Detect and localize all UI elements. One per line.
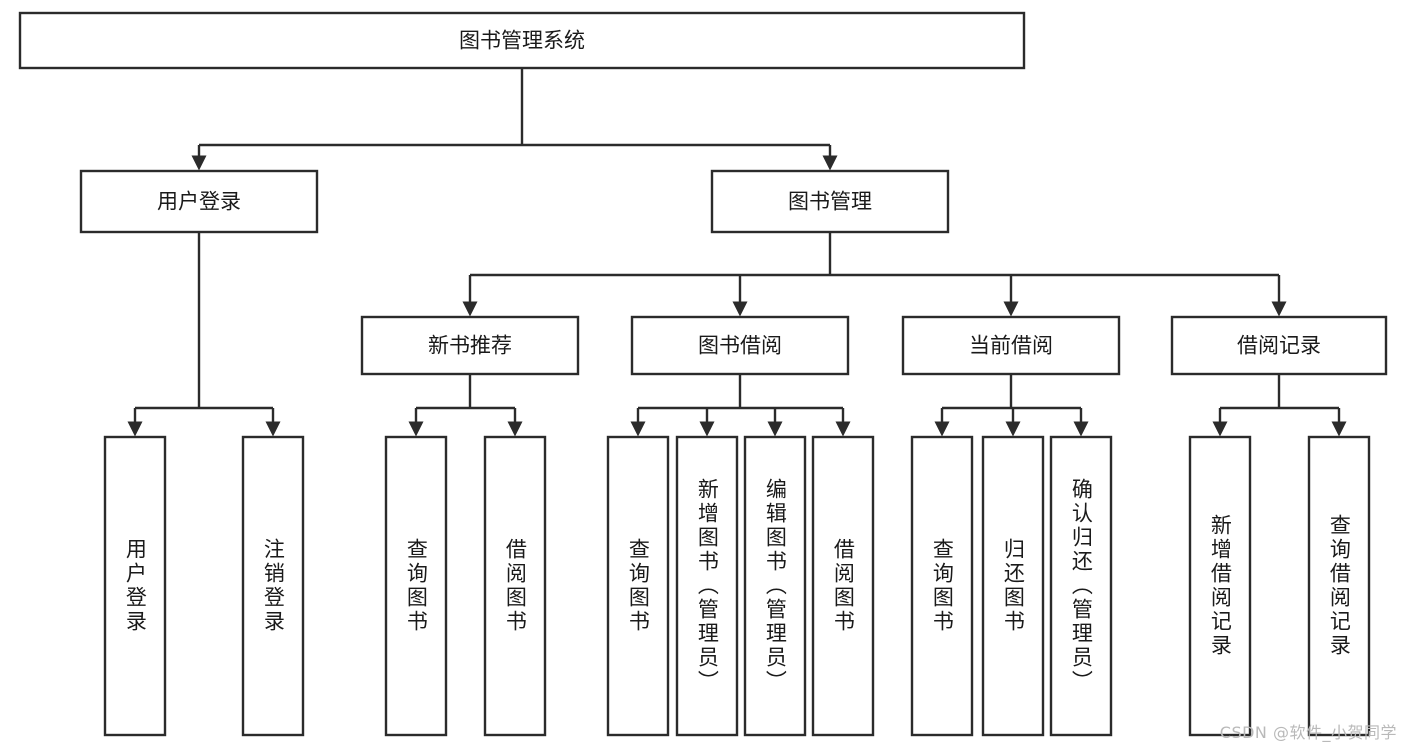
csdn-watermark: CSDN @软件_小贺同学 — [1219, 723, 1397, 742]
node-book-borrow[interactable] — [630, 315, 850, 376]
arrow-head-icon — [1005, 421, 1021, 437]
arrow-head-icon — [1212, 421, 1228, 437]
node-current-borrow[interactable] — [901, 315, 1121, 376]
node-book-manage[interactable] — [710, 169, 950, 234]
arrow-head-icon — [630, 421, 646, 437]
node-leaf-borrow-book-1[interactable] — [483, 435, 547, 737]
arrow-head-icon — [835, 421, 851, 437]
arrow-head-icon — [191, 155, 207, 171]
arrow-head-icon — [1271, 301, 1287, 317]
node-label: 用户登录 — [157, 190, 241, 214]
node-leaf-borrow-book-2[interactable] — [811, 435, 875, 737]
node-leaf-query-book-2[interactable] — [606, 435, 670, 737]
arrow-head-icon — [699, 421, 715, 437]
node-leaf-logout[interactable] — [241, 435, 305, 737]
node-borrow-record[interactable] — [1170, 315, 1388, 376]
node-label: 新书推荐 — [428, 334, 512, 358]
node-leaf-query-book-3[interactable] — [910, 435, 974, 737]
node-leaf-confirm-return[interactable] — [1049, 435, 1113, 737]
arrow-head-icon — [934, 421, 950, 437]
node-leaf-edit-book[interactable] — [743, 435, 807, 737]
arrow-head-icon — [462, 301, 478, 317]
node-leaf-return-book[interactable] — [981, 435, 1045, 737]
arrow-head-icon — [408, 421, 424, 437]
arrow-head-icon — [732, 301, 748, 317]
node-label: 当前借阅 — [969, 334, 1053, 358]
arrow-head-icon — [265, 421, 281, 437]
arrow-head-icon — [127, 421, 143, 437]
node-label: 图书管理 — [788, 190, 872, 214]
node-leaf-add-book[interactable] — [675, 435, 739, 737]
connectors-layer — [127, 68, 1347, 437]
node-leaf-add-record[interactable] — [1188, 435, 1252, 737]
node-user-login[interactable] — [79, 169, 319, 234]
arrow-head-icon — [822, 155, 838, 171]
node-root[interactable] — [18, 11, 1026, 70]
node-leaf-query-record[interactable] — [1307, 435, 1371, 737]
node-label: 图书管理系统 — [459, 29, 585, 53]
node-leaf-user-login[interactable] — [103, 435, 167, 737]
arrow-head-icon — [1331, 421, 1347, 437]
arrow-head-icon — [1003, 301, 1019, 317]
node-leaf-query-book-1[interactable] — [384, 435, 448, 737]
node-label: 借阅记录 — [1237, 334, 1321, 358]
arrow-head-icon — [767, 421, 783, 437]
node-label: 图书借阅 — [698, 334, 782, 358]
node-new-book-rec[interactable] — [360, 315, 580, 376]
arrow-head-icon — [1073, 421, 1089, 437]
arrow-head-icon — [507, 421, 523, 437]
